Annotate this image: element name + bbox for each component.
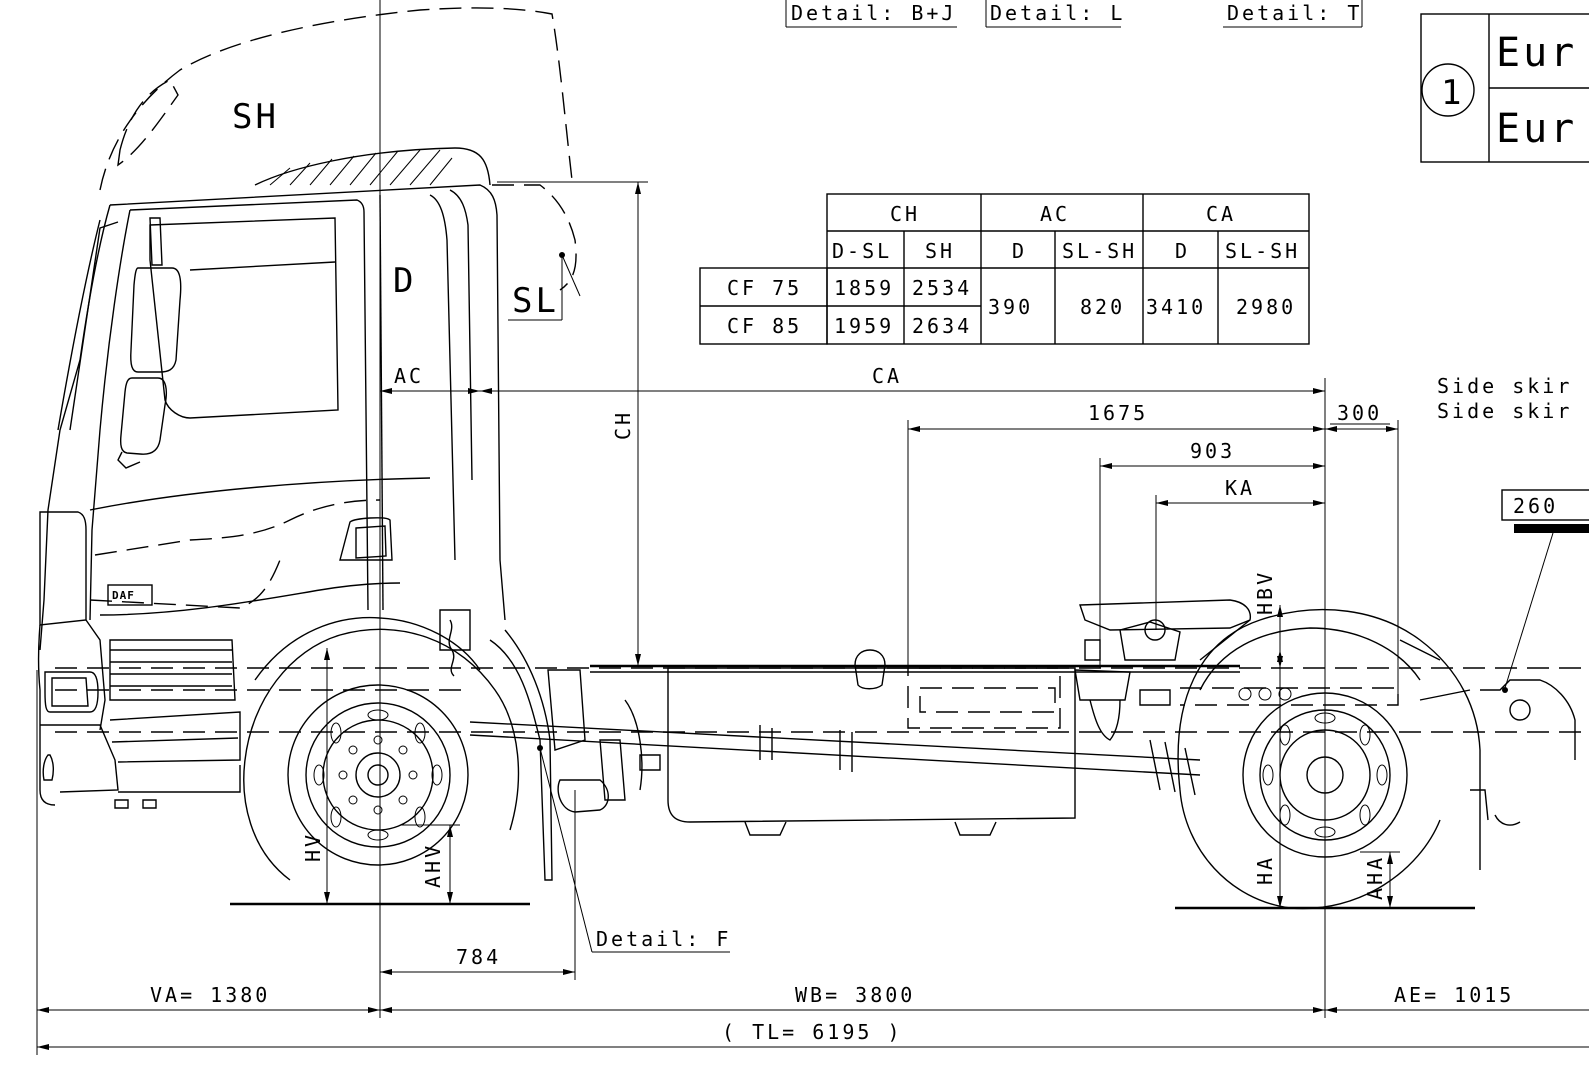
table-row-model: CF 85 [727,314,802,338]
title-row-1: Eur [1496,30,1577,76]
cab-label-sh: SH [232,97,279,137]
svg-text:903: 903 [1190,439,1235,463]
dim-ae: AE= 1015 [1325,983,1589,1013]
circle-number: 1 [1441,73,1464,113]
table-row-model: CF 75 [727,276,802,300]
dim-ahv: AHV [400,824,460,904]
table-cell: 1859 [834,276,894,300]
table-sub-ca-d: D [1175,239,1190,263]
table-cell: 2534 [912,276,972,300]
dim-tl: ( TL= 6195 ) [37,1020,1589,1050]
dim-ch: CH [497,181,648,666]
side-skirt-note-2: Side skir [1437,399,1572,423]
table-header-ca: CA [1206,202,1236,226]
cab-label-d: D [393,261,416,301]
table-cell: 820 [1080,295,1125,319]
detail-f-label: Detail: F [537,745,731,953]
dim-784: 784 [380,790,576,980]
dim-hv: HV [301,648,330,904]
svg-text:HBV: HBV [1253,570,1277,615]
svg-text:Detail: B+J: Detail: B+J [791,1,956,25]
dim-hbv: HBV [1253,570,1283,668]
svg-text:CA: CA [872,364,902,388]
table-header-ac: AC [1040,202,1070,226]
dim-va: VA= 1380 [37,983,380,1013]
dim-ha: HA [1253,650,1283,908]
svg-text:HV: HV [301,832,325,862]
dim-903: 903 [1099,439,1325,668]
box-260: 260 [1501,489,1589,693]
circle-marker [1421,63,1475,117]
dimension-table: CH AC CA D-SL SH D SL-SH D SL-SH CF 75 1… [699,193,1310,345]
rear-wheel [1177,608,1481,910]
cab-body: DAF [37,147,506,809]
table-cell: 2634 [912,314,972,338]
title-block: 1 Eur Eur [1420,13,1589,163]
front-wheel [243,616,520,881]
svg-text:Detail: L: Detail: L [990,1,1125,25]
svg-text:Detail: T: Detail: T [1227,1,1362,25]
dim-ka: KA [1155,476,1325,630]
table-cell: 2980 [1236,295,1296,319]
svg-text:AHA: AHA [1363,855,1387,900]
detail-t-label: Detail: T [1223,0,1363,28]
svg-text:AE= 1015: AE= 1015 [1394,983,1514,1007]
svg-text:SL: SL [512,281,559,321]
dim-wb: WB= 3800 [380,983,1325,1013]
svg-text:260: 260 [1513,494,1558,518]
svg-text:784: 784 [456,945,501,969]
table-sub-ac-d: D [1012,239,1027,263]
table-cell: 390 [988,295,1033,319]
svg-text:AC: AC [394,364,424,388]
svg-text:CH: CH [611,410,635,440]
svg-text:1675: 1675 [1088,401,1148,425]
table-sub-ch-dsl: D-SL [832,239,892,263]
title-row-2: Eur [1496,106,1577,152]
dim-300: 300 [1325,401,1399,705]
dim-aha: AHA [1360,851,1400,908]
dim-1675: 1675 [907,401,1325,668]
side-skirt-note-1: Side skir [1437,374,1572,398]
daf-badge: DAF [112,589,135,602]
chassis [439,599,1576,881]
table-sub-ch-sh: SH [925,239,955,263]
svg-text:KA: KA [1225,476,1255,500]
svg-text:HA: HA [1253,855,1277,885]
svg-text:300: 300 [1337,401,1382,425]
svg-text:Detail: F: Detail: F [596,927,731,951]
detail-l-label: Detail: L [985,0,1125,28]
svg-text:( TL= 6195 ): ( TL= 6195 ) [722,1020,903,1044]
dim-ca: CA [480,364,1325,394]
dim-ac: AC [380,364,480,394]
table-cell: 3410 [1146,295,1206,319]
svg-text:WB= 3800: WB= 3800 [795,983,915,1007]
svg-text:AHV: AHV [421,843,445,888]
cab-roof-variants [99,7,577,291]
cab-label-sl-box: SL [508,252,581,321]
table-sub-ca-slsh: SL-SH [1225,239,1300,263]
svg-text:VA= 1380: VA= 1380 [150,983,270,1007]
table-sub-ac-slsh: SL-SH [1062,239,1137,263]
table-header-ch: CH [890,202,920,226]
table-cell: 1959 [834,314,894,338]
detail-bj-label: Detail: B+J [785,0,957,28]
